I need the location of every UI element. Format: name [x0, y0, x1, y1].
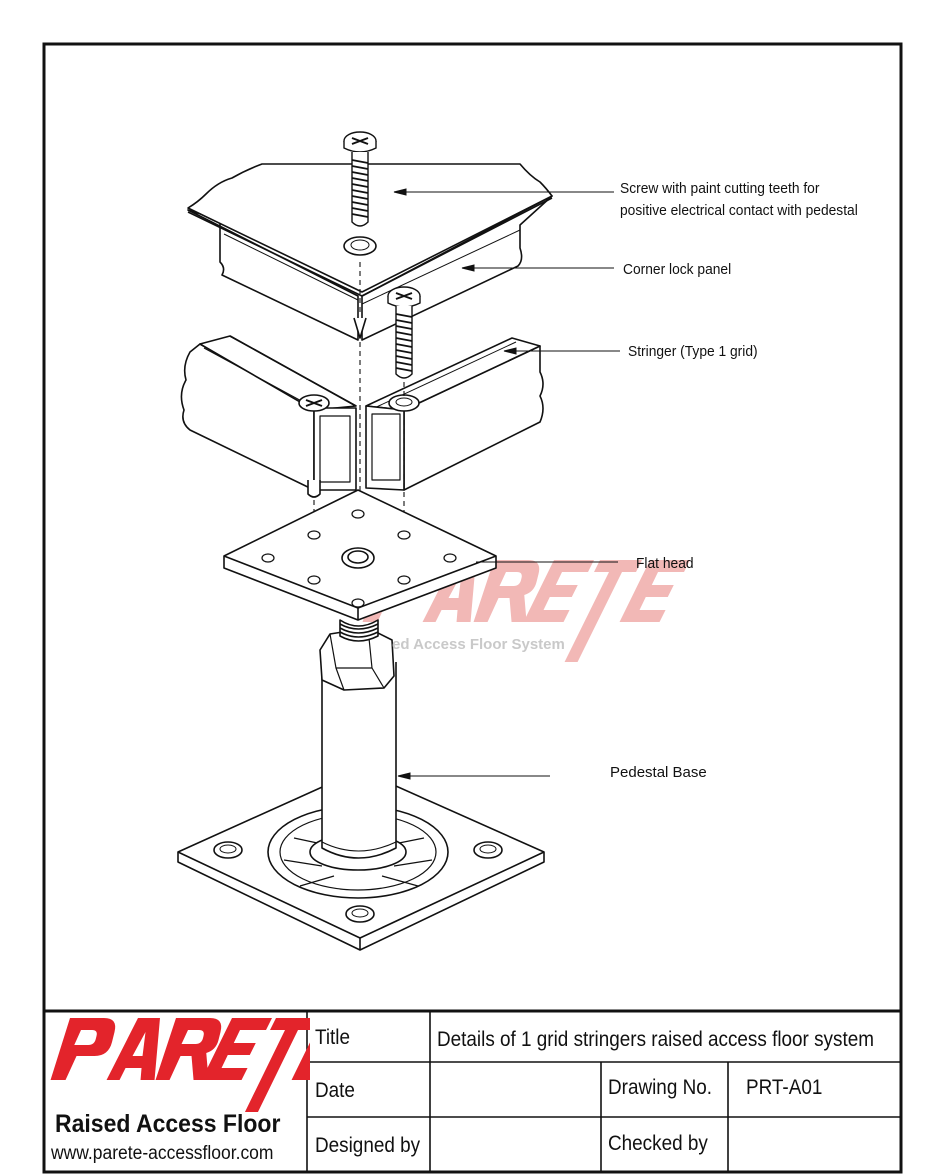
corner-lock-panel [187, 163, 553, 341]
flat-head-plate [223, 489, 497, 621]
drawing-no-label: Drawing No. [608, 1076, 712, 1099]
callout-pedestal-base: Pedestal Base [610, 764, 707, 781]
brand-website: www.parete-accessfloor.com [51, 1143, 274, 1164]
top-screw [343, 131, 377, 227]
pedestal-base [177, 619, 545, 951]
leader-lines [393, 188, 620, 780]
right-stringer [365, 337, 544, 491]
callout-screw-line2: positive electrical contact with pedesta… [620, 202, 858, 219]
callout-corner-lock-panel: Corner lock panel [623, 261, 732, 278]
callout-flat-head: Flat head [636, 555, 694, 572]
title-label: Title [315, 1026, 351, 1049]
parete-logo [50, 1018, 310, 1112]
callout-screw-line1: Screw with paint cutting teeth for [620, 180, 820, 197]
sheet-border [42, 42, 903, 1174]
callout-stringer: Stringer (Type 1 grid) [628, 343, 758, 360]
drawing-no-value: PRT-A01 [746, 1076, 823, 1099]
watermark-tagline: ed Access Floor System [392, 636, 565, 653]
stringer-screw [387, 286, 421, 379]
date-label: Date [315, 1079, 355, 1102]
checked-by-label: Checked by [608, 1132, 708, 1155]
left-stringer [180, 335, 357, 498]
brand-subtitle: Raised Access Floor [55, 1110, 281, 1138]
designed-by-label: Designed by [315, 1134, 421, 1157]
title-block-grid [44, 1009, 901, 1172]
title-value: Details of 1 grid stringers raised acces… [437, 1028, 874, 1051]
